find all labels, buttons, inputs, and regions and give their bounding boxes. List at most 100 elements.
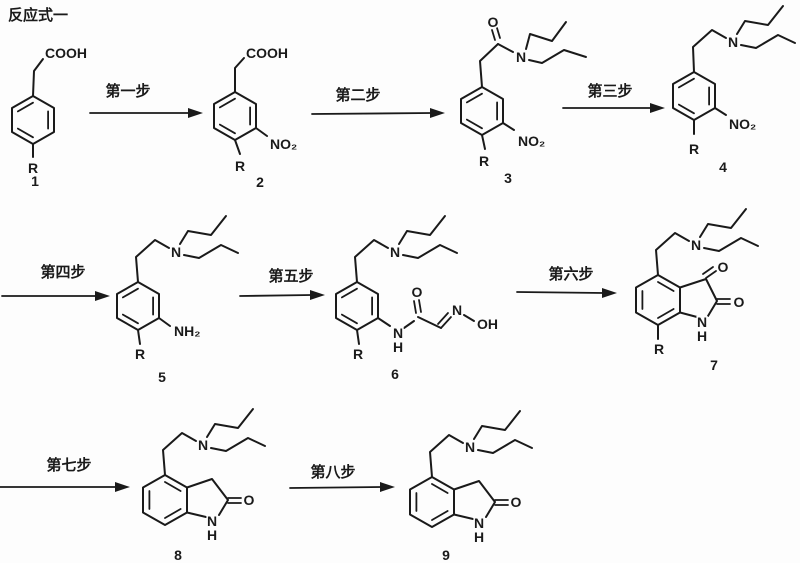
nitro-bond: [502, 122, 515, 131]
lower-propyl-chain: [740, 34, 796, 49]
n-oh-bond: [463, 314, 475, 322]
r-bond: [481, 134, 486, 150]
c-n-bond: [497, 43, 514, 53]
compound-number-1: 1: [31, 173, 39, 189]
n-carbonyl-bond: [403, 320, 415, 329]
c2-carbonyl-double-bond: [227, 497, 242, 504]
compound-number-8: 8: [174, 547, 182, 563]
step-3-label: 第三步: [587, 82, 632, 100]
nitro-bond: [714, 107, 727, 116]
amide-n-label: N: [393, 325, 403, 341]
ring-n-label: N: [474, 515, 484, 531]
step-1-arrow: 第一步: [89, 82, 203, 118]
scheme-title: 反应式一: [8, 6, 68, 24]
nh2-label: NH₂: [174, 323, 200, 339]
nitro-bond: [255, 127, 268, 137]
step-1-label: 第一步: [105, 82, 150, 100]
carbonyl-double-bond: [491, 27, 501, 41]
r-label: R: [135, 346, 145, 362]
ethyl-chain-bond: [429, 434, 464, 478]
r-label: R: [654, 341, 664, 357]
upper-propyl-chain: [473, 410, 521, 440]
benzene-double-bonds: [415, 483, 449, 521]
lower-propyl-chain: [528, 49, 587, 64]
r-label: R: [689, 141, 699, 157]
amine-n-label: N: [691, 237, 701, 253]
c2-carbonyl-double-bond: [716, 298, 731, 305]
r-label: R: [479, 153, 489, 169]
step-8-label: 第八步: [310, 463, 355, 481]
compound-number-4: 4: [719, 159, 727, 175]
step-7-arrow: 第七步: [0, 456, 130, 492]
compound-number-6: 6: [391, 366, 399, 382]
step-5-arrow: 第五步: [239, 267, 325, 300]
compound-number-9: 9: [442, 547, 450, 563]
compound-8: N O N H 8: [142, 408, 266, 563]
arrow-head: [95, 291, 110, 301]
r-bond: [137, 329, 141, 345]
compound-number-7: 7: [710, 357, 718, 373]
arrow-shaft: [311, 112, 433, 115]
compound-5: N NH₂ R 5: [116, 215, 239, 385]
step-6-arrow: 第六步: [516, 265, 617, 298]
arrow-shaft: [289, 486, 383, 489]
arrow-head: [430, 108, 445, 118]
arrow-shaft: [239, 294, 313, 297]
r-label: R: [353, 346, 363, 362]
upper-propyl-chain: [699, 208, 747, 238]
c2-o-label: O: [734, 294, 745, 310]
compound-4: N NO₂ R 4: [672, 5, 796, 175]
step-2-label: 第二步: [335, 86, 380, 104]
ring-nh-label: H: [697, 328, 707, 344]
no2-label: NO₂: [270, 136, 297, 152]
c3-carbonyl-double-bond: [702, 266, 717, 279]
arrow-head: [115, 482, 130, 492]
ring-n-label: N: [207, 513, 217, 529]
benzene-double-bonds: [466, 92, 498, 130]
arrow-head: [310, 290, 325, 300]
ethyl-chain-bond: [655, 232, 690, 276]
no2-label: NO₂: [729, 116, 756, 132]
r-bond: [234, 139, 241, 155]
step-6-label: 第六步: [548, 265, 593, 283]
amine-n-label: N: [198, 437, 208, 453]
amine-bond: [158, 317, 171, 327]
upper-propyl-chain: [179, 215, 227, 245]
ring-n-label: N: [697, 314, 707, 330]
carbonyl-o-label: O: [412, 284, 423, 300]
benzene-double-bonds: [641, 281, 675, 319]
amide-h-label: H: [393, 339, 403, 355]
amide-n-label: N: [516, 49, 526, 65]
carbonyl-o-label: O: [488, 14, 499, 30]
upper-propyl-chain: [398, 215, 446, 245]
ethyl-chain-bond: [162, 432, 197, 476]
step-3-arrow: 第三步: [562, 82, 665, 113]
ring-nh-label: H: [474, 529, 484, 545]
benzene-double-bonds: [148, 481, 182, 519]
anilide-n-bond: [377, 317, 391, 327]
ethyl-chain-bond: [135, 239, 170, 283]
amine-n-label: N: [171, 244, 181, 260]
acetic-acid-chain-bond: [32, 58, 44, 97]
c2-o-label: O: [511, 494, 522, 510]
lower-propyl-chain: [183, 244, 239, 259]
compound-7: N O O N H R 7: [635, 208, 759, 373]
c3-o-label: O: [718, 259, 729, 275]
step-7-label: 第七步: [46, 456, 91, 474]
arrow-shaft: [516, 291, 605, 294]
step-4-label: 第四步: [40, 263, 85, 281]
ethyl-chain-bond: [692, 29, 727, 73]
compound-number-3: 3: [504, 170, 512, 186]
r-bond: [356, 329, 360, 345]
compound-3: O N NO₂ R 3: [460, 13, 587, 186]
oxime-oh-label: OH: [477, 316, 498, 332]
benzene-double-bonds: [219, 97, 251, 135]
compound-number-2: 2: [256, 174, 264, 190]
benzene-double-bonds: [17, 101, 49, 139]
amine-n-label: N: [465, 439, 475, 455]
five-ring-bonds: [453, 480, 496, 520]
r-label: R: [28, 160, 38, 176]
cooh-label: COOH: [45, 45, 87, 61]
no2-label: NO₂: [518, 133, 545, 149]
